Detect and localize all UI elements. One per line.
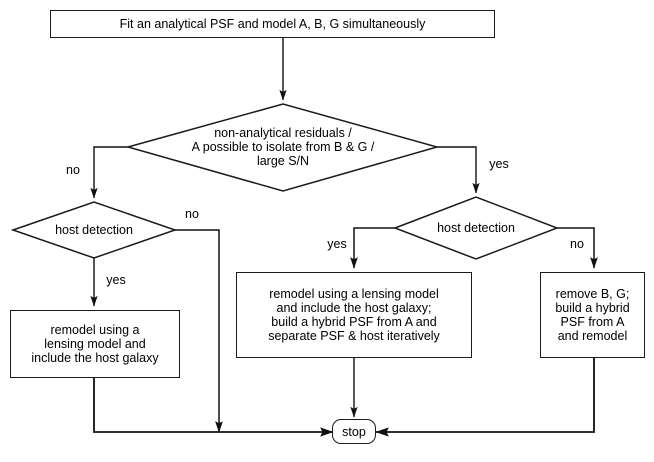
- connector-main-yes: [437, 146, 480, 194]
- connector-left-action-to-stop: [93, 378, 334, 437]
- start-box: [50, 10, 495, 38]
- host-detection-left-diamond: [10, 201, 178, 259]
- action-right-box: [540, 272, 645, 358]
- edge-label-right-host-yes: yes: [327, 237, 347, 251]
- edge-label-right-host-no: no: [570, 237, 584, 251]
- main-decision-diamond: [125, 103, 440, 192]
- edge-label-main-no: no: [66, 163, 80, 177]
- edge-label-left-host-yes: yes: [106, 273, 126, 287]
- action-left-box: [10, 310, 180, 378]
- host-detection-right-diamond: [392, 196, 560, 260]
- connector-right-host-yes: [350, 227, 395, 269]
- connector-right-action-to-stop: [375, 358, 595, 437]
- stop-node: [332, 419, 376, 444]
- edge-label-left-host-no: no: [185, 207, 199, 221]
- connector-left-host-no: [175, 229, 223, 433]
- action-center-box: [236, 272, 472, 358]
- connector-main-no: [90, 146, 128, 199]
- edge-label-main-yes: yes: [489, 157, 509, 171]
- connector-right-host-no: [557, 227, 598, 269]
